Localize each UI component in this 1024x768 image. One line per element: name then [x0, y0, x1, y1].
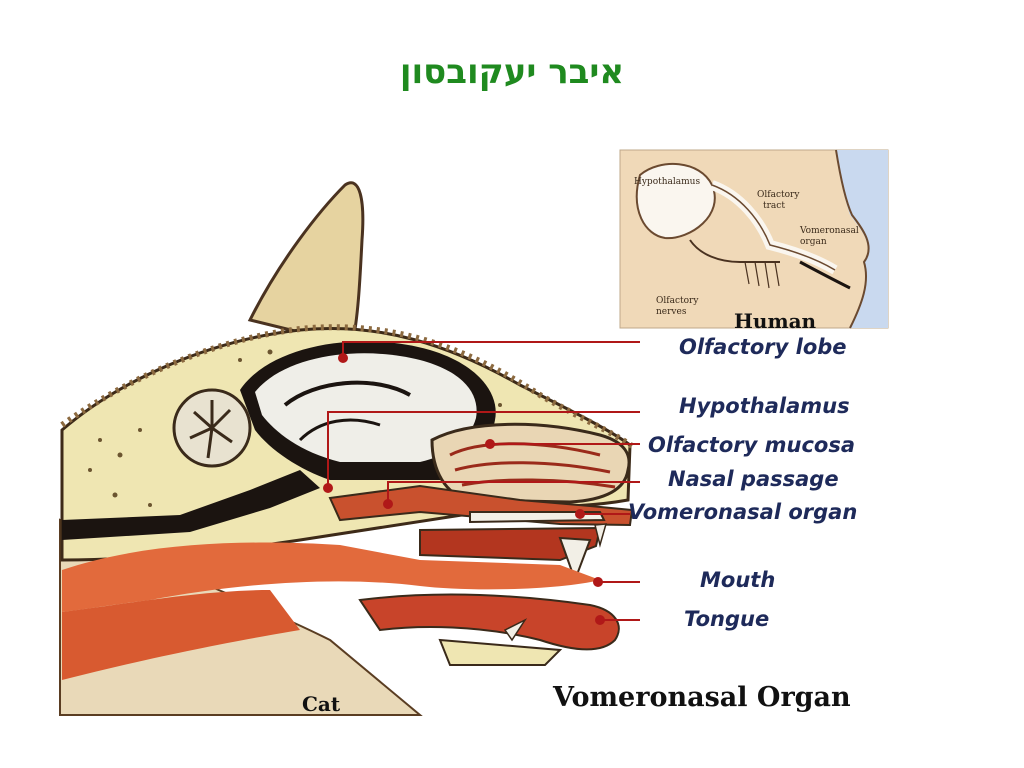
label-olfactory-lobe: Olfactory lobe	[679, 335, 847, 359]
inset-label-vomero-2: organ	[800, 237, 827, 247]
label-mouth: Mouth	[700, 568, 775, 592]
pointer-lines	[327, 341, 640, 621]
label-vomeronasal-organ: Vomeronasal organ	[628, 500, 857, 524]
label-olfactory-mucosa: Olfactory mucosa	[648, 433, 855, 457]
inset-title: Human	[734, 309, 817, 333]
label-tongue: Tongue	[684, 607, 769, 631]
inset-label-nerves-2: nerves	[656, 307, 687, 317]
inset-label-tract-1: Olfactory	[757, 190, 800, 200]
inset-label-hypothalamus: Hypothalamus	[634, 177, 700, 187]
cat-head-illustration	[59, 181, 634, 716]
inset-label-vomero-1: Vomeronasal	[799, 226, 859, 236]
label-nasal-passage: Nasal passage	[668, 467, 839, 491]
label-hypothalamus: Hypothalamus	[679, 394, 850, 418]
inset-label-tract-2: tract	[763, 201, 785, 211]
human-inset: Hypothalamus Olfactory tract Vomeronasal…	[619, 149, 889, 333]
cat-label: Cat	[302, 692, 341, 716]
inset-label-nerves-1: Olfactory	[656, 296, 699, 306]
slide-title: איבר יעקובסון	[399, 52, 625, 92]
figure-caption: Vomeronasal Organ	[552, 682, 851, 713]
labels: Olfactory lobe Hypothalamus Olfactory mu…	[628, 335, 857, 631]
